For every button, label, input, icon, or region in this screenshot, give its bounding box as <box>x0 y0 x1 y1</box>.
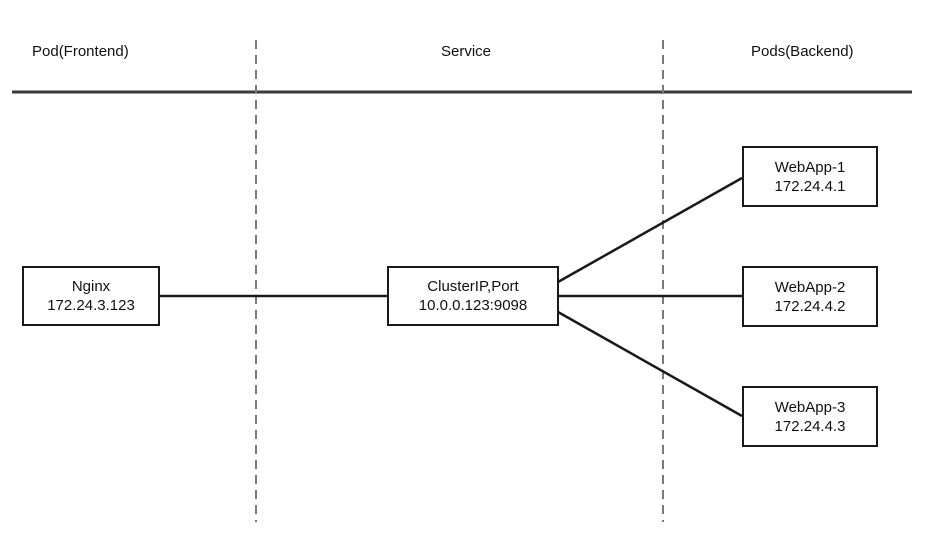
nginx-pod-name: Nginx <box>71 278 111 295</box>
webapp-3-box: WebApp-3 172.24.4.3 <box>742 386 878 447</box>
webapp-2-box: WebApp-2 172.24.4.2 <box>742 266 878 327</box>
service-clusterip-box: ClusterIP,Port 10.0.0.123:9098 <box>387 266 559 326</box>
webapp-3-ip: 172.24.4.3 <box>774 417 846 435</box>
webapp-2-ip: 172.24.4.2 <box>774 297 846 315</box>
webapp-3-name: WebApp-3 <box>774 398 846 416</box>
service-clusterip-label: ClusterIP,Port <box>427 278 519 295</box>
connector-service-to-webapp-3 <box>557 310 743 418</box>
webapp-1-box: WebApp-1 172.24.4.1 <box>742 146 878 207</box>
lane-title-backend: Pods(Backend) <box>751 43 854 60</box>
webapp-1-ip: 172.24.4.1 <box>774 177 846 195</box>
nginx-pod-ip: 172.24.3.123 <box>47 297 135 314</box>
nginx-pod-box: Nginx 172.24.3.123 <box>22 266 160 326</box>
connector-service-to-webapp-1 <box>557 176 743 284</box>
service-clusterip-address: 10.0.0.123:9098 <box>418 297 528 314</box>
webapp-1-name: WebApp-1 <box>774 158 846 176</box>
lane-title-service: Service <box>441 43 492 60</box>
lane-title-frontend: Pod(Frontend) <box>32 43 129 60</box>
webapp-2-name: WebApp-2 <box>774 278 846 296</box>
